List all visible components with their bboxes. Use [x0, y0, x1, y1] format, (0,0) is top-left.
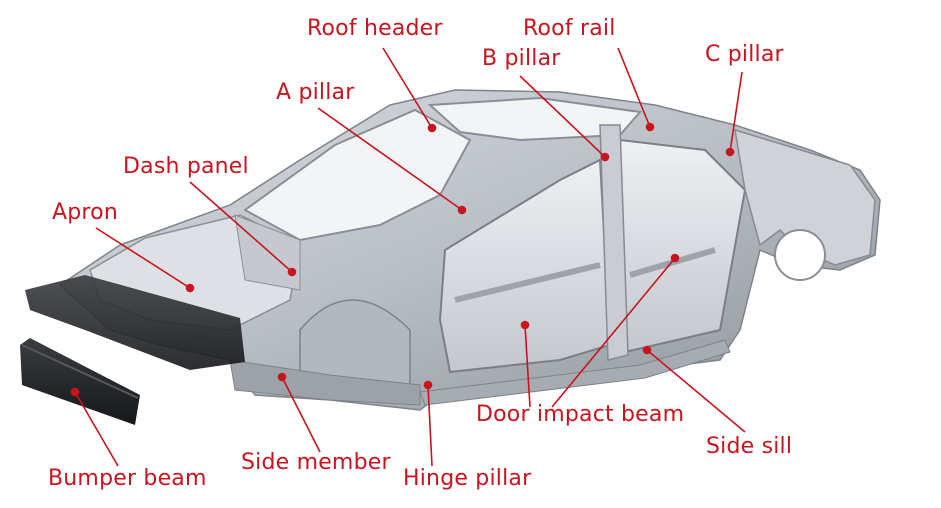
leader-side-sill: [646, 349, 746, 433]
front-door-opening: [438, 158, 612, 374]
leader-bumper-beam: [74, 391, 119, 467]
rear-wheel-arch: [774, 229, 826, 281]
leader-roof-rail: [617, 47, 651, 128]
bumper-beam-face: [21, 344, 139, 399]
front-crash-frame: [25, 275, 245, 370]
b-pillar: [599, 124, 629, 361]
side-sill: [419, 339, 731, 406]
dash-panel: [234, 214, 301, 291]
marker-b-pillar: [600, 152, 610, 162]
leader-roof-header: [382, 47, 433, 129]
windshield-opening: [243, 108, 472, 242]
leader-door-impact-beam-2: [551, 257, 676, 408]
door-impact-beam-front: [454, 262, 601, 303]
front-wheel-arch: [299, 299, 411, 396]
leader-side-member: [281, 376, 321, 453]
label-door-impact-beam: Door impact beam: [476, 402, 685, 427]
marker-apron: [185, 283, 195, 293]
label-hinge-pillar: Hinge pillar: [403, 466, 532, 491]
label-roof-header: Roof header: [307, 16, 443, 41]
label-dash-panel: Dash panel: [123, 154, 249, 179]
leader-apron: [95, 227, 191, 289]
marker-bumper-beam: [70, 387, 80, 397]
leader-dash-panel: [189, 181, 293, 273]
marker-roof-rail: [645, 122, 655, 132]
marker-side-sill: [642, 345, 652, 355]
marker-hinge-pillar: [423, 380, 433, 390]
label-side-member: Side member: [241, 450, 391, 475]
label-b-pillar: B pillar: [482, 46, 561, 71]
label-a-pillar: A pillar: [276, 80, 355, 105]
leader-a-pillar: [317, 107, 463, 211]
door-impact-beam-rear: [629, 247, 716, 278]
leader-door-impact-beam-1: [524, 324, 531, 408]
label-roof-rail: Roof rail: [523, 16, 616, 41]
leader-b-pillar: [519, 75, 606, 158]
leader-hinge-pillar: [427, 384, 433, 467]
side-member: [229, 359, 421, 406]
marker-door-impact-beam-1: [520, 320, 530, 330]
leader-c-pillar: [729, 71, 743, 153]
marker-side-member: [277, 372, 287, 382]
marker-a-pillar: [457, 205, 467, 215]
marker-dash-panel: [287, 267, 297, 277]
marker-c-pillar: [725, 147, 735, 157]
label-apron: Apron: [52, 200, 118, 225]
label-side-sill: Side sill: [706, 434, 793, 459]
marker-door-impact-beam-2: [670, 253, 680, 263]
label-bumper-beam: Bumper beam: [48, 466, 207, 491]
bumper-beam: [20, 338, 140, 425]
label-c-pillar: C pillar: [705, 42, 784, 67]
marker-roof-header: [427, 123, 437, 133]
